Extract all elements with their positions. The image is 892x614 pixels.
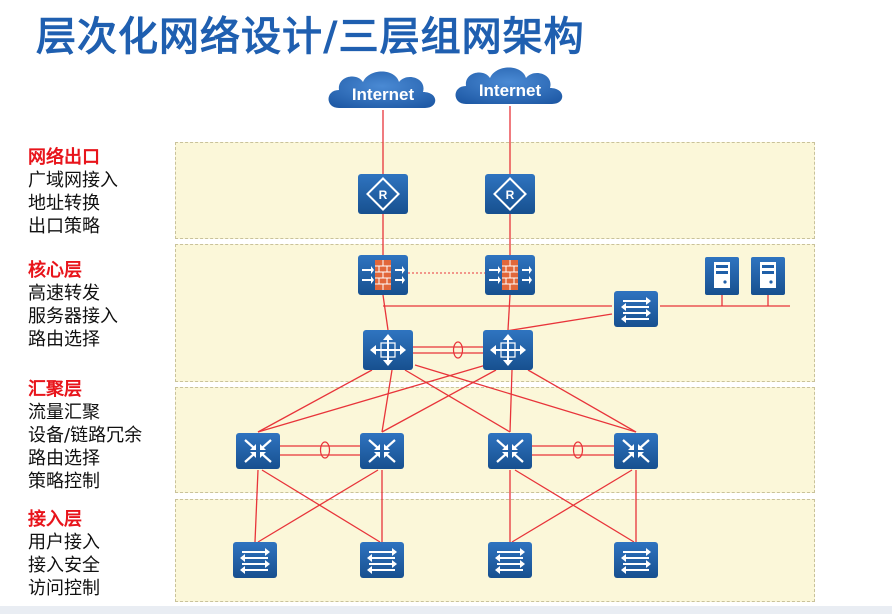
layer-item: 策略控制 — [28, 471, 100, 492]
aggregation-switch-icon — [486, 431, 534, 471]
layer-item: 地址转换 — [28, 193, 100, 214]
internet-cloud-left: Internet — [328, 71, 436, 108]
layer-item: 设备/链路冗余 — [28, 425, 143, 446]
firewall-icon — [484, 254, 536, 296]
server-access-switch-icon — [613, 290, 659, 328]
layer-item: 广域网接入 — [28, 170, 118, 191]
core-switch-icon — [362, 329, 414, 371]
aggregation-switch-icon — [612, 431, 660, 471]
layer-name: 接入层 — [28, 509, 82, 530]
firewall-icon — [357, 254, 409, 296]
access-switch-icon — [359, 541, 405, 579]
access-switch-icon — [487, 541, 533, 579]
server-icon — [705, 257, 739, 295]
layer-label-access: 接入层 用户接入 接入安全 访问控制 — [28, 508, 100, 600]
layer-name: 汇聚层 — [28, 379, 82, 400]
layer-name: 核心层 — [28, 260, 82, 281]
page-title: 层次化网络设计/三层组网架构 — [36, 14, 585, 60]
link-lines — [254, 106, 790, 543]
layer-item: 高速转发 — [28, 283, 100, 304]
internet-label: Internet — [352, 85, 415, 104]
access-switch-icon — [232, 541, 278, 579]
internet-cloud-right: Internet — [455, 67, 563, 104]
internet-label: Internet — [479, 81, 542, 100]
layer-item: 路由选择 — [28, 448, 100, 469]
layer-label-core: 核心层 高速转发 服务器接入 路由选择 — [28, 259, 118, 351]
layer-item: 出口策略 — [28, 216, 100, 237]
layer-item: 路由选择 — [28, 329, 100, 350]
layer-item: 用户接入 — [28, 532, 100, 553]
router-icon — [484, 173, 536, 215]
aggregation-switch-icon — [234, 431, 282, 471]
layer-label-aggregation: 汇聚层 流量汇聚 设备/链路冗余 路由选择 策略控制 — [28, 378, 142, 493]
layer-item: 访问控制 — [28, 578, 100, 599]
layer-name: 网络出口 — [28, 147, 100, 168]
server-icon — [751, 257, 785, 295]
router-icon — [357, 173, 409, 215]
aggregation-switch-icon — [358, 431, 406, 471]
bottom-strip — [0, 606, 892, 614]
access-switch-icon — [613, 541, 659, 579]
layer-item: 流量汇聚 — [28, 402, 100, 423]
layer-label-egress: 网络出口 广域网接入 地址转换 出口策略 — [28, 146, 118, 238]
link-aggregation-marks — [319, 341, 584, 459]
layer-item: 接入安全 — [28, 555, 100, 576]
layer-item: 服务器接入 — [28, 306, 118, 327]
core-switch-icon — [482, 329, 534, 371]
